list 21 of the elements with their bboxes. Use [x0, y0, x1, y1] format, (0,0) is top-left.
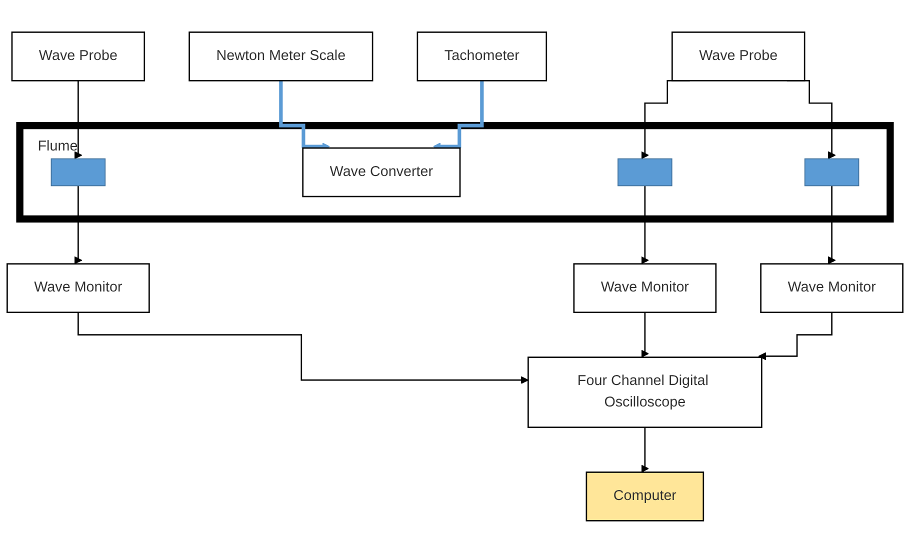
arrow — [758, 312, 832, 360]
arrow — [640, 426, 649, 473]
node-bar — [50, 158, 106, 186]
arrow — [74, 80, 82, 160]
node-bar — [618, 158, 672, 186]
node-box: Wave Monitor — [573, 263, 717, 314]
node-box: Wave Monitor — [760, 263, 904, 314]
arrow — [640, 312, 649, 358]
node-box: Wave Converter — [302, 147, 461, 198]
arrow — [74, 185, 82, 264]
node-box: Tachometer — [416, 32, 548, 82]
arrow — [828, 185, 836, 264]
node-box: Wave Monitor — [6, 263, 150, 314]
node-box: Wave Probe — [671, 32, 806, 82]
arrow — [78, 312, 529, 384]
node-box: Four Channel Digital Oscilloscope — [528, 356, 762, 428]
node-box: Wave Probe — [11, 32, 146, 82]
node-box: Computer — [586, 472, 704, 522]
node-box: Newton Meter Scale — [188, 32, 374, 82]
node-bar — [804, 158, 860, 186]
arrow — [640, 185, 649, 264]
